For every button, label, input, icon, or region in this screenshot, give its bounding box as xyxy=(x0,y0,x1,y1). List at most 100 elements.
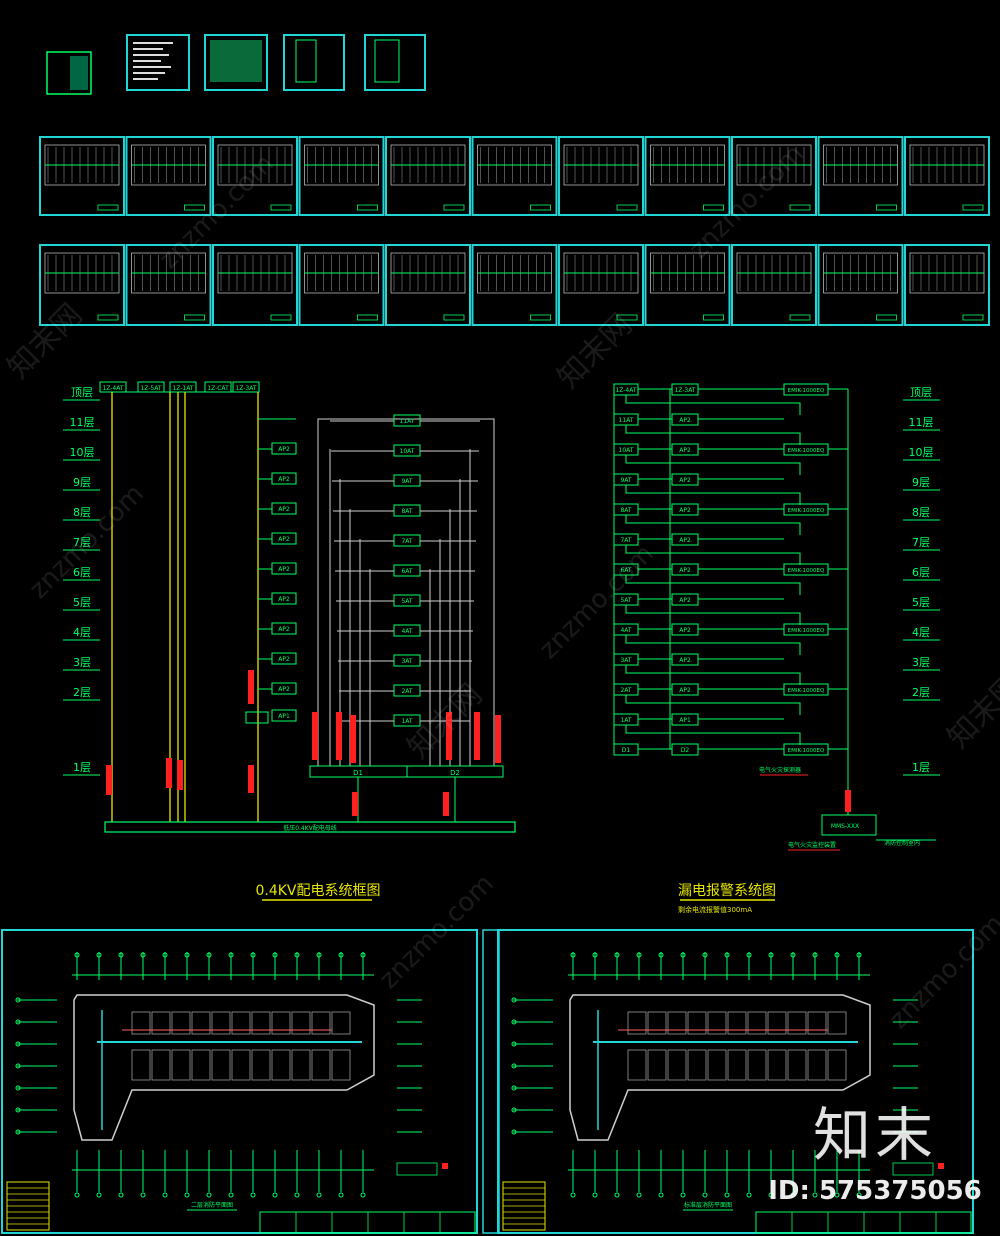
floor-label: 5层 xyxy=(912,596,930,609)
ap-box-label: AP2 xyxy=(278,536,290,543)
floor-panel-label: 7AT xyxy=(401,538,412,545)
plan-thumbnail xyxy=(558,244,644,326)
rcd-mid-label: AP2 xyxy=(679,687,691,694)
floor-label: 11层 xyxy=(70,416,95,429)
floor-label: 8层 xyxy=(912,506,930,519)
floor-panel-label: 9AT xyxy=(401,478,412,485)
floor-label: 11层 xyxy=(909,416,934,429)
plan-thumbnail xyxy=(125,136,212,216)
floor-label: 6层 xyxy=(73,566,91,579)
ap-box-label: AP2 xyxy=(278,626,290,633)
floor-panel-label: 2AT xyxy=(401,688,412,695)
monitor-label: EMIK-1000EQ xyxy=(788,448,825,454)
ap-box-label: AP2 xyxy=(278,476,290,483)
title-right: 漏电报警系统图 xyxy=(678,883,776,899)
floor-label: 7层 xyxy=(912,536,930,549)
rcd-mid-label: 1Z-3AT xyxy=(674,387,695,394)
watermark-text: znzmo.com xyxy=(24,479,150,605)
image-id-label: ID: 575375056 xyxy=(768,1176,982,1206)
floor-label: 8层 xyxy=(73,506,91,519)
rcd-mid-label: D2 xyxy=(681,747,690,754)
ap1-box xyxy=(245,711,269,724)
plan-thumbnail xyxy=(385,136,471,216)
breaker-marker xyxy=(350,715,356,763)
floor-label: 9层 xyxy=(73,476,91,489)
title-left: 0.4KV配电系统框图 xyxy=(255,883,380,899)
note-fire-control-room: 消防控制室内 xyxy=(884,839,920,847)
plan-caption: 标准层消防平面图 xyxy=(684,1201,732,1209)
rcd-left-label: 4AT xyxy=(620,627,631,634)
plan-thumbnail xyxy=(39,136,125,216)
monitor-label: EMIK-1000EQ xyxy=(788,568,825,574)
monitor-label: EMIK-1000EQ xyxy=(788,388,825,394)
title-block xyxy=(755,1211,972,1234)
plan-thumbnail xyxy=(644,136,731,216)
rcd-mid-label: AP2 xyxy=(679,447,691,454)
rcd-mid-label: AP2 xyxy=(679,627,691,634)
ap-box-label: AP2 xyxy=(278,566,290,573)
floor-panel-label: 3AT xyxy=(401,658,412,665)
floor-panel-label: 10AT xyxy=(400,448,415,455)
plan-caption: 二层消防平面图 xyxy=(191,1201,233,1209)
watermark-text: znzmo.com xyxy=(534,539,660,665)
breaker-marker xyxy=(446,712,452,760)
floor-panel-label: 11AT xyxy=(400,418,415,425)
floor-label: 3层 xyxy=(912,656,930,669)
ap-box-label: AP2 xyxy=(278,686,290,693)
plan-thumbnail xyxy=(558,136,644,216)
rcd-left-label: 5AT xyxy=(620,597,631,604)
floor-label: 9层 xyxy=(912,476,930,489)
d1-label: D1 xyxy=(353,769,363,777)
monitor-label: EMIK-1000EQ xyxy=(788,628,825,634)
bottom-floor-plans: 二层消防平面图 标准层消防平面图 xyxy=(1,929,974,1234)
plan-thumbnail xyxy=(471,244,558,326)
building-outline xyxy=(569,994,871,1141)
plan-thumbnail xyxy=(817,136,904,216)
plan-thumbnail xyxy=(125,244,212,326)
note-detector: 电气火灾探测器 xyxy=(759,766,801,774)
rcd-left-label: 6AT xyxy=(620,567,631,574)
rcd-left-label: 11AT xyxy=(619,417,634,424)
breaker-marker xyxy=(474,712,480,760)
floor-panel-label: 8AT xyxy=(401,508,412,515)
breaker-marker xyxy=(352,792,358,816)
plan-sheet-frame xyxy=(1,929,478,1234)
plan-thumbnail xyxy=(385,244,471,326)
busbar-label: 低压0.4KV配电母线 xyxy=(283,824,337,832)
floor-label: 5层 xyxy=(73,596,91,609)
ap-box-label: AP2 xyxy=(278,446,290,453)
plan-thumbnail xyxy=(212,244,298,326)
breaker-marker xyxy=(845,790,851,812)
monitor-label: EMIK-1000EQ xyxy=(788,688,825,694)
rcd-left-label: 1Z-4AT xyxy=(615,387,636,394)
cover-thumbnails xyxy=(46,34,426,95)
floor-label: 6层 xyxy=(912,566,930,579)
floor-label: 4层 xyxy=(73,626,91,639)
brand-watermark: 知末 ID: 575375056 xyxy=(760,1100,990,1206)
breaker-marker xyxy=(248,670,254,704)
title-block xyxy=(259,1211,476,1234)
floor-plan-thumbnail-rows xyxy=(39,136,990,326)
rcd-mid-label: AP1 xyxy=(679,717,691,724)
floor-label: 1层 xyxy=(912,761,930,774)
busbar xyxy=(104,821,516,833)
breaker-marker xyxy=(166,758,172,788)
floor-panel-label: 4AT xyxy=(401,628,412,635)
d2-label: D2 xyxy=(450,769,460,777)
rcd-left-label: 1AT xyxy=(620,717,631,724)
breaker-marker xyxy=(495,715,501,763)
ap-box xyxy=(271,709,297,722)
floor-label: 3层 xyxy=(73,656,91,669)
ap-box-label: AP2 xyxy=(278,656,290,663)
building-outline xyxy=(73,994,375,1141)
rcd-left-label: 7AT xyxy=(620,537,631,544)
rcd-left-label: 9AT xyxy=(620,477,631,484)
breaker-marker xyxy=(177,760,183,790)
sheet-divider-strip xyxy=(482,929,500,1234)
watermark-text-cn: 知末网 xyxy=(1,297,89,385)
breaker-marker xyxy=(443,792,449,816)
monitor-label: EMIK-1000EQ xyxy=(788,508,825,514)
